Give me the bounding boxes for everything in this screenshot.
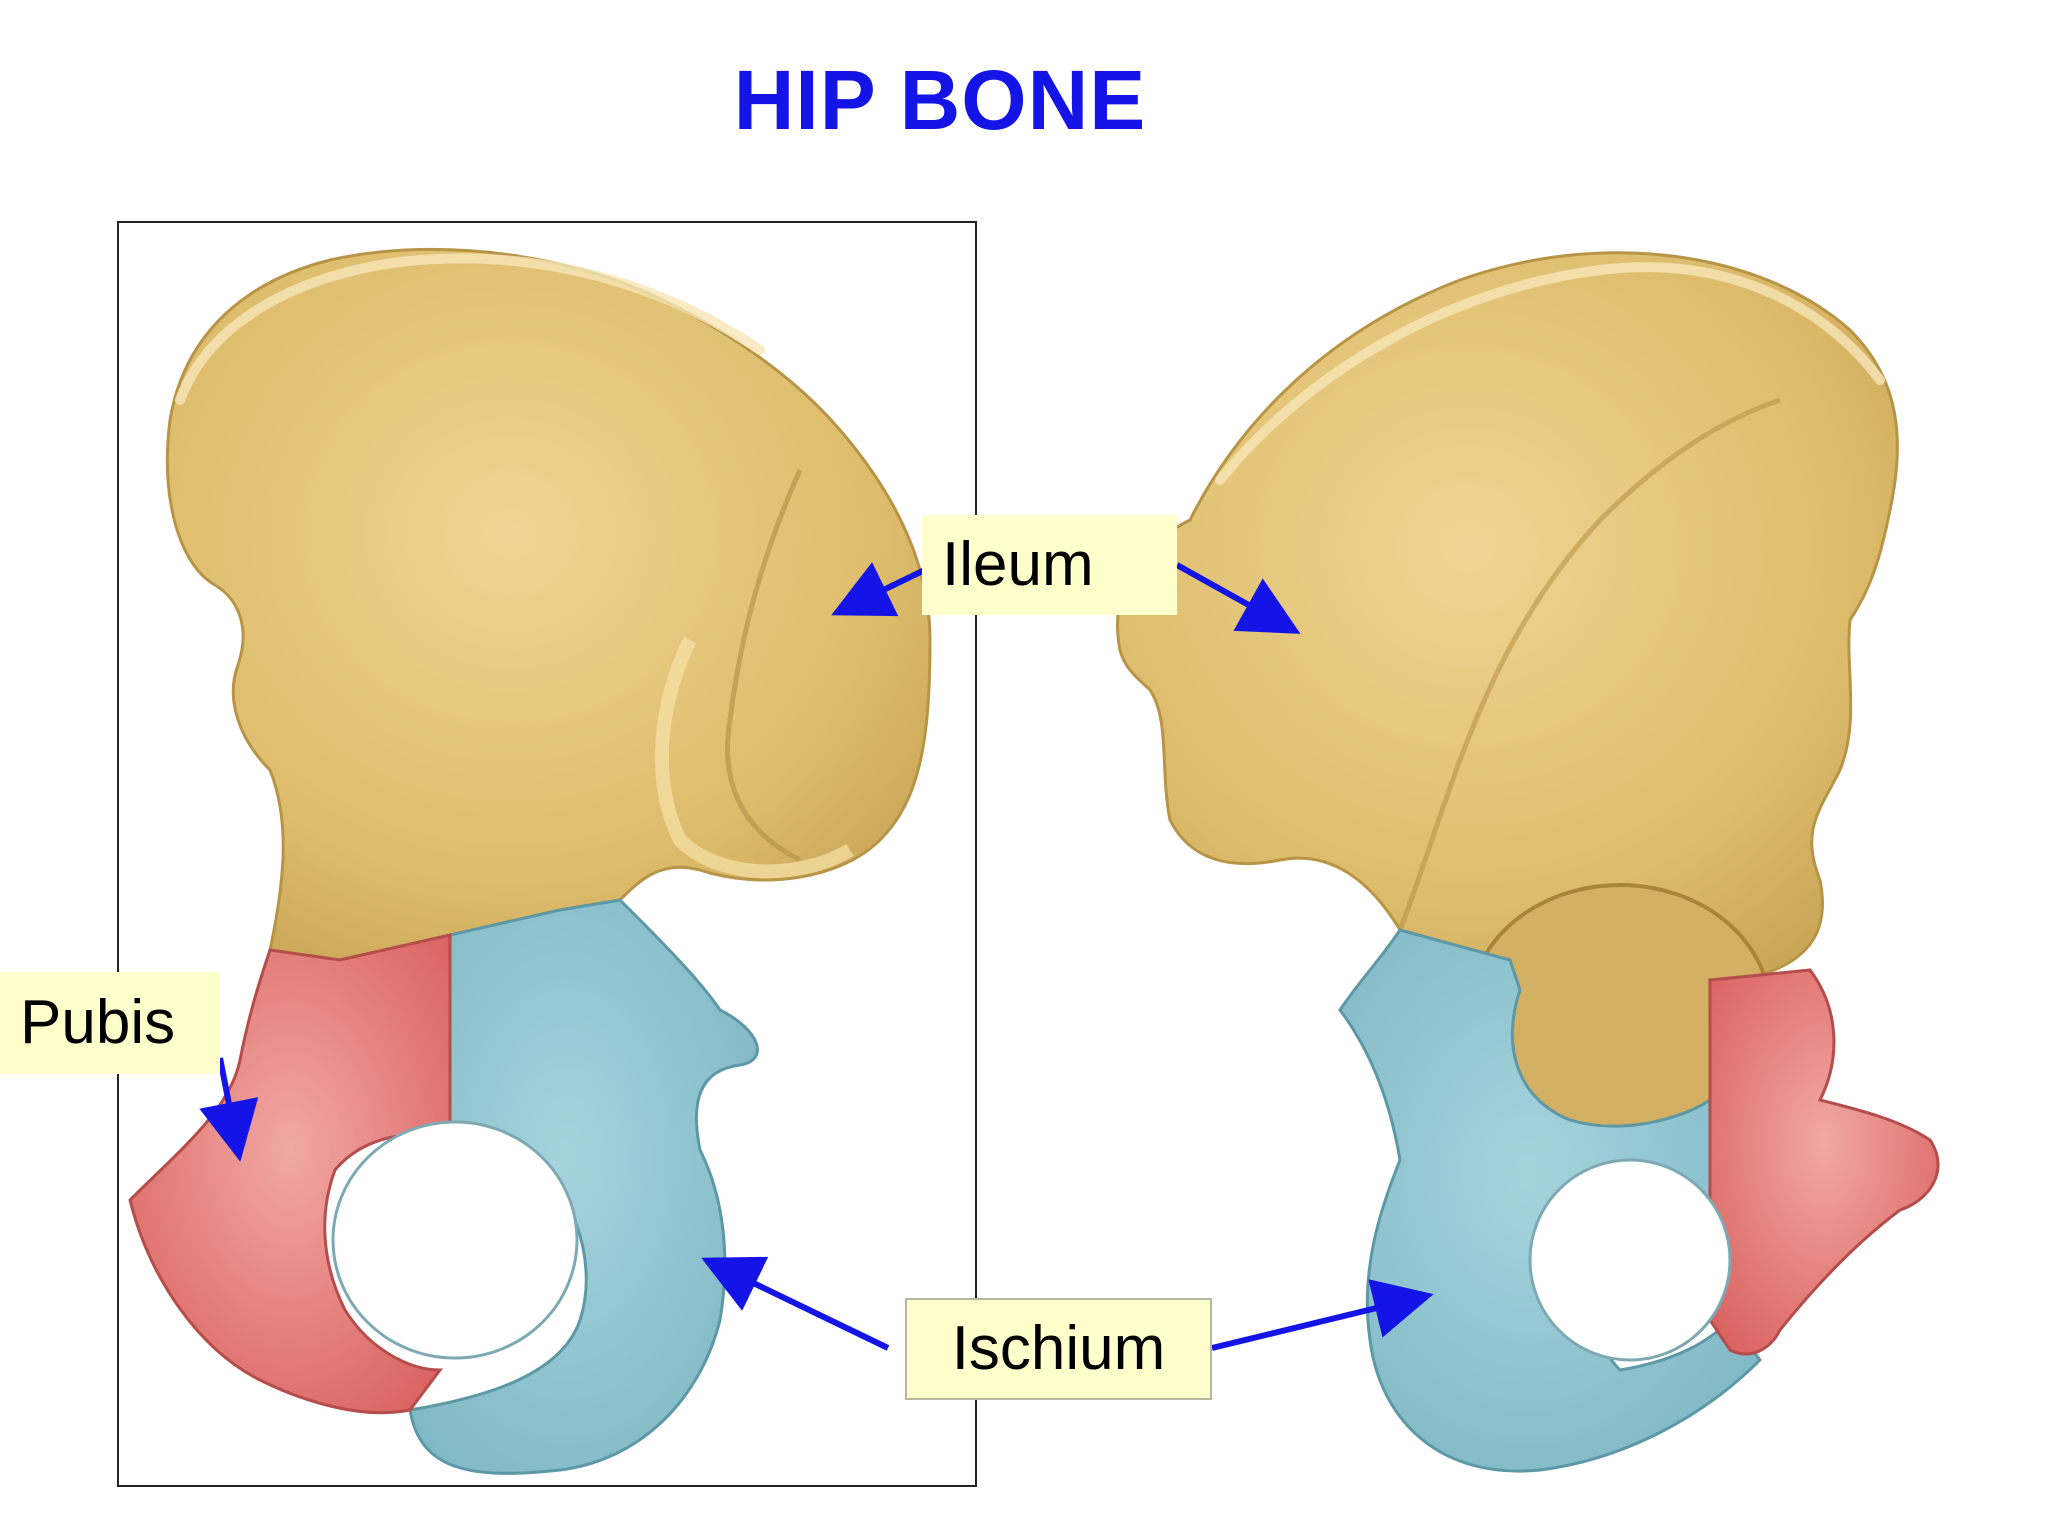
arrow-pubis [199,1057,259,1162]
arrow-ileum-right [1175,562,1301,634]
left-view-frame [117,221,977,1487]
left-hip-bone [128,247,932,1475]
left-ischium-region [408,898,759,1475]
ileum-label: Ileum [922,515,1177,615]
arrow-ischium-left [701,1256,890,1351]
callout-arrows [199,562,1434,1351]
ischium-label: Ischium [905,1298,1212,1400]
left-ilium-region [166,247,932,962]
arrow-ileum-left [831,562,937,617]
right-hip-bone [1116,251,1940,1473]
left-obturator-foramen [331,1120,579,1360]
right-ilium-region [1116,251,1899,992]
right-pubis-region [1708,968,1940,1356]
pubis-label: Pubis [0,972,220,1074]
arrow-ischium-right [1211,1279,1434,1351]
right-obturator-foramen [1528,1158,1732,1362]
slide-title: HIP BONE [733,53,1147,147]
